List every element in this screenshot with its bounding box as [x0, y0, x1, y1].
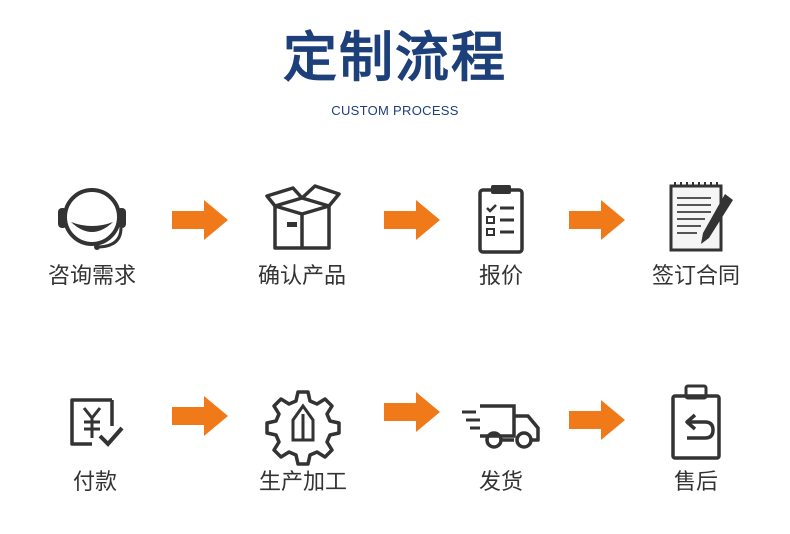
- step-label: 付款: [72, 470, 117, 495]
- return-clipboard-icon: [671, 384, 721, 460]
- step-after-sales: 售后: [616, 378, 776, 498]
- arrow-icon: [569, 200, 625, 240]
- step-production: 生产加工: [223, 378, 383, 498]
- step-label: 生产加工: [258, 470, 347, 495]
- yuan-payment-icon: [70, 398, 124, 447]
- step-label: 售后: [673, 470, 718, 495]
- step-label: 发货: [478, 470, 523, 495]
- step-label: 咨询需求: [47, 264, 136, 289]
- step-confirm-product: 确认产品: [222, 172, 382, 292]
- gear-icon: [265, 390, 341, 466]
- step-quote: 报价: [421, 172, 581, 292]
- arrow-icon: [172, 200, 228, 240]
- step-label: 报价: [478, 264, 523, 289]
- arrow-icon: [384, 200, 440, 240]
- arrow-icon: [172, 396, 228, 436]
- arrow-icon: [569, 400, 625, 440]
- step-sign-contract: 签订合同: [616, 172, 776, 292]
- page-title: 定制流程: [283, 26, 507, 89]
- notepad-pen-icon: [669, 182, 733, 252]
- step-label: 签订合同: [651, 264, 740, 289]
- headset-icon: [58, 188, 126, 250]
- clipboard-checklist-icon: [478, 185, 524, 254]
- step-consult: 咨询需求: [12, 172, 172, 292]
- box-icon: [265, 184, 341, 250]
- step-label: 确认产品: [257, 264, 346, 289]
- arrow-icon: [384, 392, 440, 432]
- delivery-truck-icon: [462, 404, 540, 449]
- page-subtitle: CUSTOM PROCESS: [331, 103, 459, 118]
- step-shipping: 发货: [421, 378, 581, 498]
- step-payment: 付款: [15, 378, 175, 498]
